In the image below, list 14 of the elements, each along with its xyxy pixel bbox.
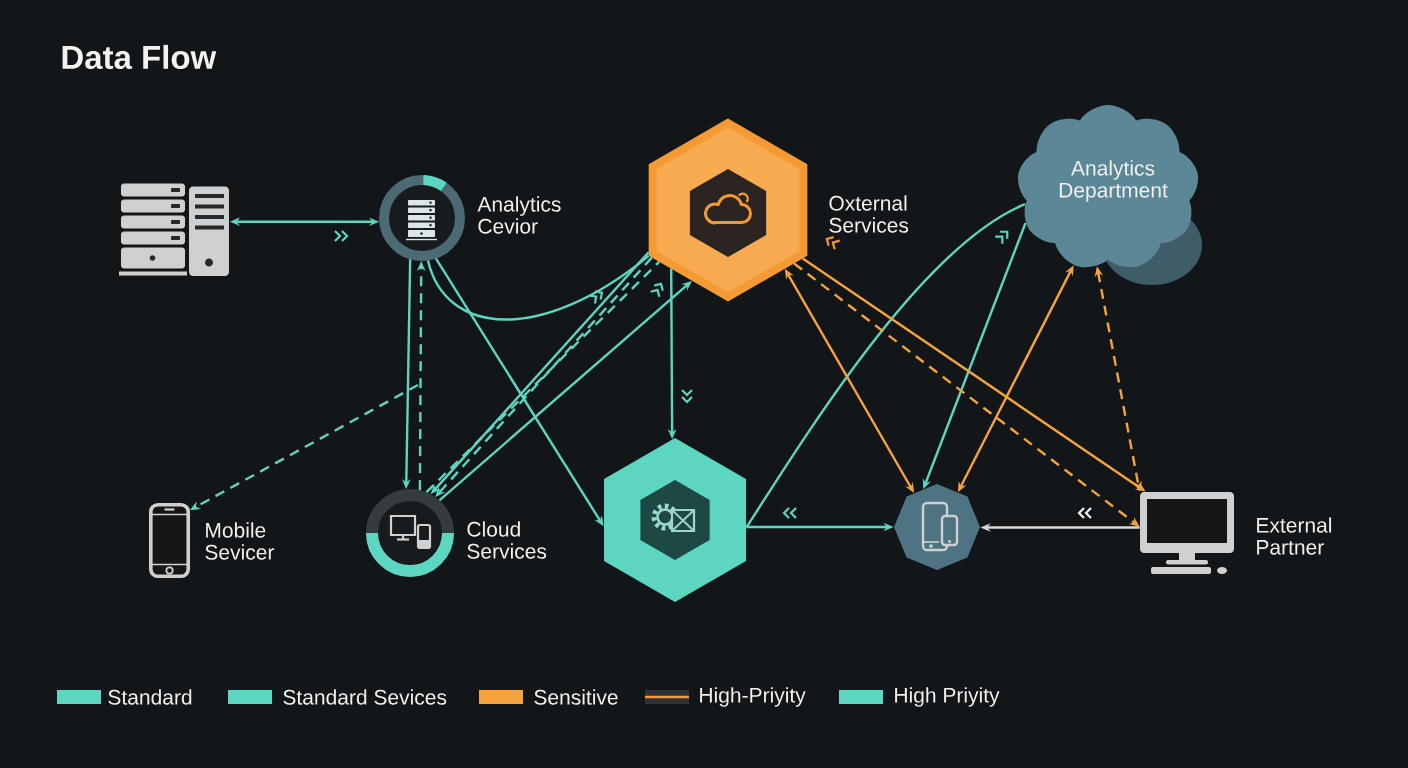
title: Data Flow [62,44,217,70]
node-label: Cloud Services [467,521,547,559]
legend-label: High-Priyity [700,687,806,707]
server-icon [119,183,229,276]
legend-label: Standard Sevices [283,689,447,705]
node-label: Analytics Cevior [477,196,561,234]
legend-label: Sensitive [534,689,618,705]
connector-line [745,203,1026,529]
legend-label: High Priyity [895,687,1000,707]
node-label: Mobile Sevicer [205,522,275,560]
node-label: Oxternal Services [829,195,909,233]
legend-label: Standard [108,689,192,705]
node-label: External Partner [1257,517,1332,555]
connector-line [426,254,650,321]
